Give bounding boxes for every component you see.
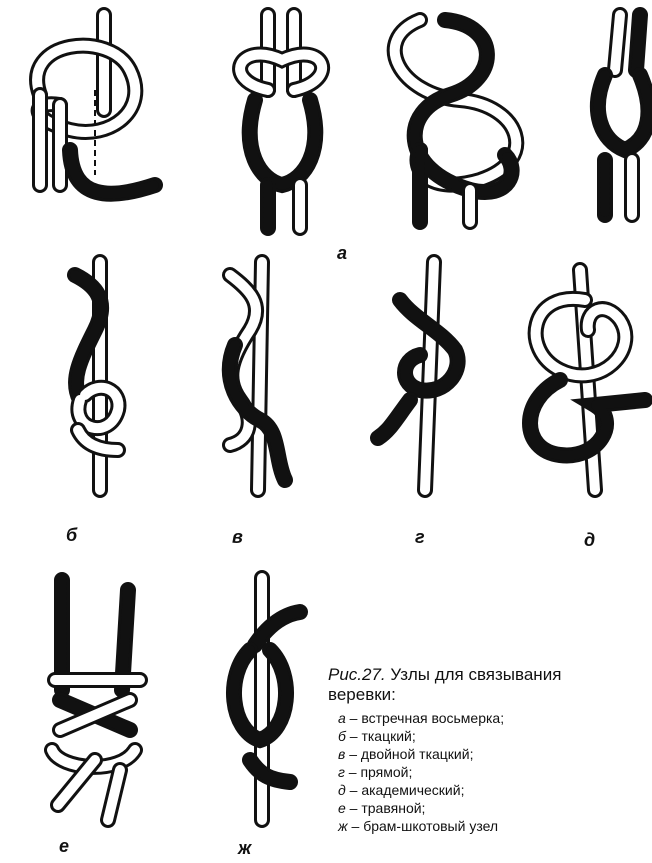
panel-letter-b: б [66,525,77,546]
legend-letter: д [338,782,346,798]
knot-g [378,262,458,490]
panel-letter-a: а [337,243,347,264]
legend-text: – прямой; [345,764,412,780]
legend-item: е – травяной; [338,799,652,817]
panel-letter-d: д [584,530,595,551]
legend-letter: е [338,800,346,816]
knot-a4 [598,15,648,215]
legend-letter: ж [338,818,348,834]
legend-text: – встречная восьмерка; [346,710,504,726]
legend-item: г – прямой; [338,763,652,781]
knot-a3 [395,20,516,222]
legend-letter: б [338,728,346,744]
knot-zh [234,578,300,820]
panel-letter-g: г [415,527,425,548]
figure-title: Узлы для связывания [386,665,562,684]
figure-caption: Рис.27. Узлы для связывания веревки: а –… [328,665,652,835]
panel-letter-v: в [232,527,243,548]
figure-number: Рис.27. [328,665,386,684]
legend-item: ж – брам-шкотовый узел [338,817,652,835]
caption-title-line2: веревки: [328,685,652,705]
legend-text: – академический; [346,782,465,798]
caption-title: Рис.27. Узлы для связывания [328,665,652,685]
legend-letter: а [338,710,346,726]
legend-item: а – встречная восьмерка; [338,709,652,727]
knot-a2 [240,15,322,228]
legend-letter: г [338,764,345,780]
panel-letter-zh: ж [238,838,251,859]
legend-item: б – ткацкий; [338,727,652,745]
knot-v [230,262,285,490]
legend-item: д – академический; [338,781,652,799]
knot-d [530,270,645,490]
legend-text: – травяной; [346,800,426,816]
legend-list: а – встречная восьмерка; б – ткацкий; в … [328,709,652,835]
knot-b [75,262,118,490]
panel-letter-e: е [59,836,69,857]
legend-text: – ткацкий; [346,728,416,744]
legend-item: в – двойной ткацкий; [338,745,652,763]
knot-e [52,580,140,820]
legend-text: – двойной ткацкий; [345,746,473,762]
knot-a1 [37,15,155,194]
legend-text: – брам-шкотовый узел [348,818,498,834]
